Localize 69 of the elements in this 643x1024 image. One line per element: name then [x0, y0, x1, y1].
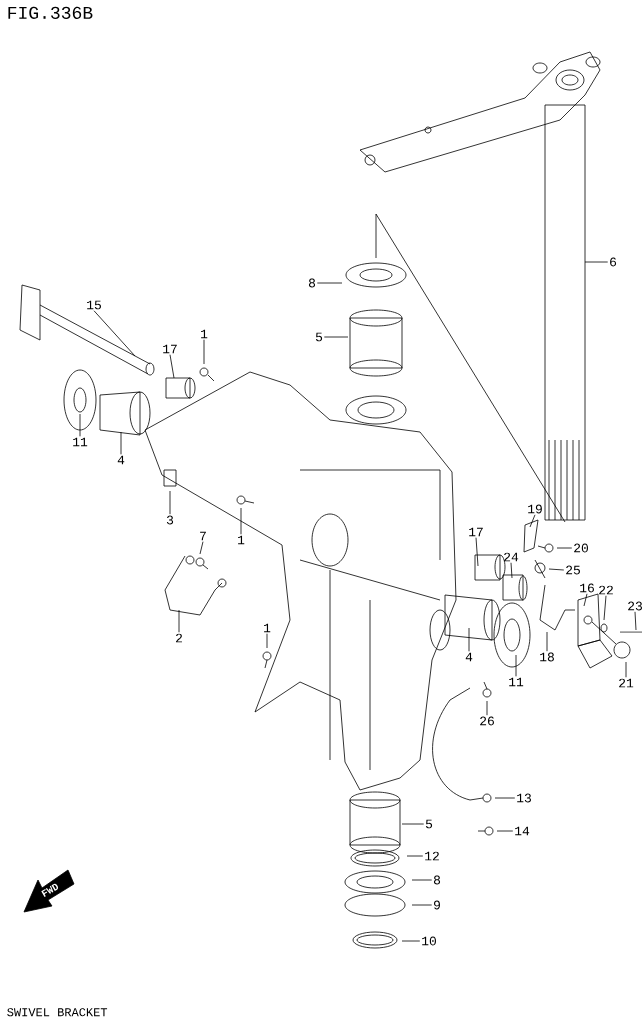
leader-line: [93, 310, 136, 357]
callout-number: 3: [166, 515, 174, 525]
leader-line: [515, 654, 517, 677]
callout-number: 1: [201, 329, 208, 339]
leader-line: [316, 282, 343, 284]
leader-line: [401, 823, 425, 825]
figure-caption: SWIVEL BRACKET: [7, 1008, 108, 1017]
callout-number: 2: [176, 633, 182, 643]
callout-number: 17: [469, 527, 483, 537]
callout-number: 6: [610, 257, 617, 267]
callout-number: 12: [425, 851, 439, 861]
callout-number: 23: [628, 601, 642, 611]
leader-line: [548, 568, 565, 571]
leader-line: [323, 336, 349, 338]
leader-line: [603, 595, 607, 621]
leader-line: [468, 627, 470, 652]
callout-number: 26: [480, 716, 494, 726]
callout-number: 7: [200, 531, 206, 541]
leader-line: [411, 904, 433, 906]
callout-number: 13: [517, 793, 531, 803]
figure-title: FIG.336B: [8, 6, 93, 19]
callout-number: 19: [528, 504, 542, 514]
leader-line: [266, 633, 268, 649]
leader-line: [475, 537, 479, 567]
leader-line: [178, 609, 180, 633]
leader-line: [401, 940, 421, 942]
callout-number: 10: [422, 936, 436, 946]
leader-line: [203, 339, 205, 365]
leader-line: [625, 661, 627, 678]
leader-line: [79, 413, 81, 437]
leader-line: [494, 797, 516, 799]
callout-number: 1: [264, 623, 271, 633]
leader-line: [486, 700, 488, 716]
callout-number: 20: [574, 543, 588, 553]
leader-line: [199, 541, 204, 555]
leader-line: [529, 514, 536, 528]
callout-number: 25: [566, 565, 580, 575]
callout-number: 14: [515, 826, 530, 836]
leader-line: [240, 507, 242, 535]
callout-number: 8: [433, 875, 441, 885]
leader-line: [120, 431, 122, 455]
callout-number: 11: [73, 437, 88, 447]
callout-number: 4: [465, 652, 473, 662]
callout-number: 22: [599, 585, 613, 595]
leader-line: [584, 261, 609, 263]
leader-line: [546, 631, 548, 652]
callout-number: 5: [315, 332, 323, 342]
callout-number: 17: [163, 344, 177, 354]
callout-number: 9: [434, 900, 440, 910]
callout-number: 4: [117, 455, 125, 465]
leader-line: [169, 354, 175, 379]
callout-number: 1: [238, 535, 245, 545]
callout-number: 18: [540, 652, 554, 662]
leader-line: [634, 611, 637, 631]
leader-line: [169, 490, 171, 515]
callout-number: 21: [619, 678, 634, 688]
arrow-label: FWD: [41, 883, 59, 897]
leader-line: [496, 830, 514, 832]
callout-number: 15: [87, 300, 101, 310]
callout-number: 16: [580, 583, 594, 593]
leader-line: [556, 547, 573, 549]
leader-line: [406, 855, 424, 857]
leader-line: [583, 593, 588, 607]
leader-line: [411, 879, 433, 881]
callout-number: 8: [308, 278, 316, 288]
callout-number: 24: [504, 552, 519, 562]
leader-line: [510, 562, 513, 579]
callout-number: 5: [425, 819, 433, 829]
callout-number: 11: [509, 677, 524, 687]
